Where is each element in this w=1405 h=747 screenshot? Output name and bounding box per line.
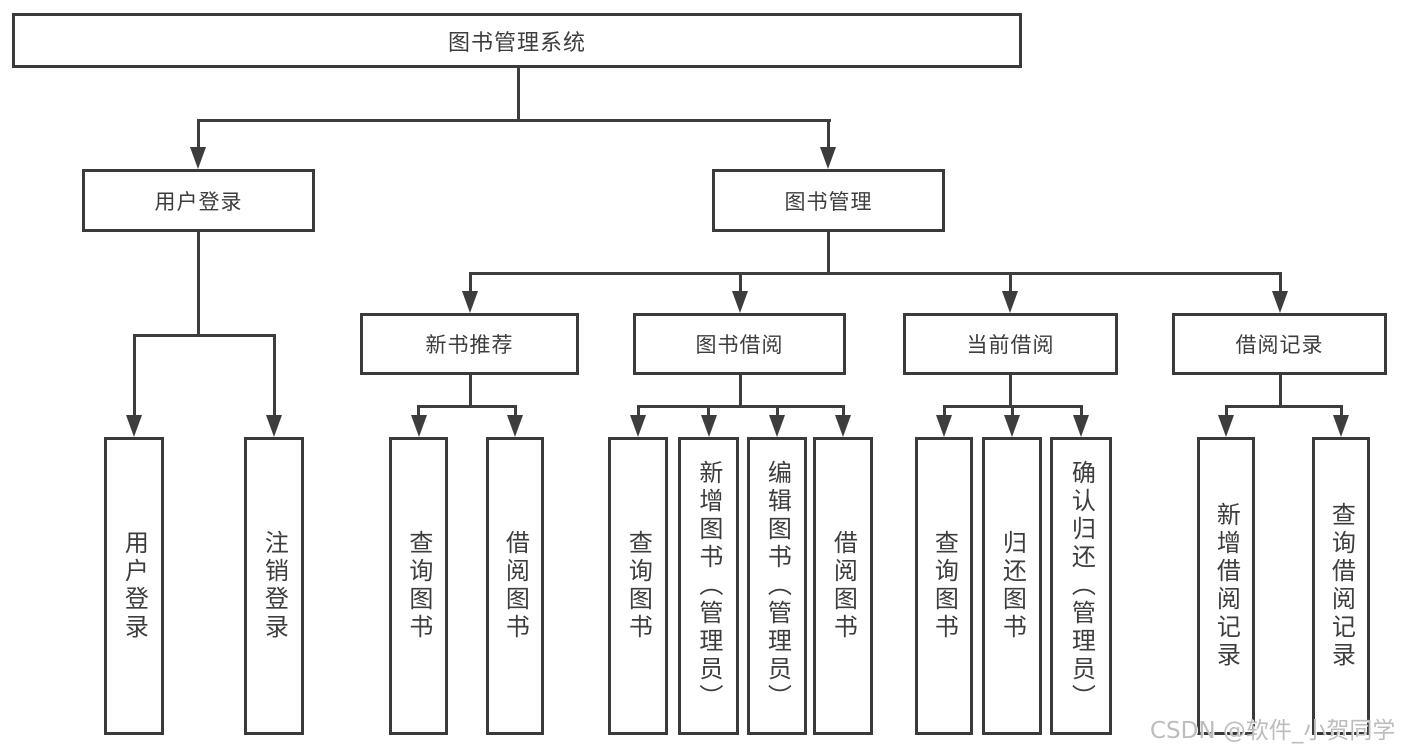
connector-stem	[738, 375, 742, 408]
connector-drop	[1008, 272, 1012, 293]
node-library-management-system: 图书管理系统	[12, 13, 1022, 68]
connector-drop	[132, 334, 136, 416]
arrowhead-down-icon	[630, 415, 646, 437]
connector-drop	[468, 272, 472, 293]
leaf-query-books-3: 查询图书	[915, 437, 973, 735]
connector-stem	[196, 232, 200, 337]
arrowhead-down-icon	[820, 147, 836, 169]
connector-drop	[1079, 405, 1083, 417]
arrowhead-down-icon	[266, 415, 282, 437]
arrowhead-down-icon	[1333, 415, 1349, 437]
connector-stem	[1278, 375, 1282, 408]
leaf-query-books-1: 查询图书	[389, 437, 448, 735]
connector-drop	[513, 405, 517, 417]
connector-stem	[826, 232, 830, 275]
leaf-add-books-admin: 新增图书（管理员）	[678, 437, 739, 735]
leaf-borrow-books-2: 借阅图书	[813, 437, 873, 735]
connector-drop	[636, 405, 640, 417]
leaf-borrow-books-1: 借阅图书	[486, 437, 544, 735]
leaf-logout-login: 注销登录	[244, 437, 304, 735]
arrowhead-down-icon	[732, 291, 748, 313]
leaf-query-borrow-record: 查询借阅记录	[1312, 437, 1370, 735]
leaf-label: 归还图书	[998, 530, 1027, 642]
leaf-label: 新增图书（管理员）	[694, 460, 723, 712]
leaf-label: 新增借阅记录	[1212, 502, 1241, 670]
leaf-add-borrow-record: 新增借阅记录	[1197, 437, 1255, 735]
arrowhead-down-icon	[1218, 415, 1234, 437]
connector-level3-branch	[468, 272, 1282, 275]
leaf-return-books: 归还图书	[982, 437, 1042, 735]
connector-branch	[636, 405, 844, 408]
connector-branch	[1224, 405, 1342, 408]
arrowhead-down-icon	[1272, 291, 1288, 313]
arrowhead-down-icon	[410, 415, 427, 437]
connector-stem	[1008, 375, 1012, 408]
arrowhead-down-icon	[700, 415, 717, 437]
connector-drop	[272, 334, 276, 416]
connector-stem	[468, 375, 472, 408]
connector-drop	[942, 405, 946, 417]
leaf-label: 编辑图书（管理员）	[763, 460, 792, 712]
connector-drop	[826, 119, 830, 149]
node-borrowing-records: 借阅记录	[1172, 313, 1387, 375]
connector-drop	[1010, 405, 1014, 417]
connector-drop	[1339, 405, 1343, 417]
leaf-label: 确认归还（管理员）	[1067, 460, 1096, 712]
connector-drop	[417, 405, 420, 417]
connector-drop	[1278, 272, 1282, 293]
connector-drop	[775, 405, 779, 417]
node-new-book-recommend: 新书推荐	[360, 313, 579, 375]
arrowhead-down-icon	[1073, 415, 1089, 437]
connector-drop	[841, 405, 845, 417]
leaf-label: 查询图书	[624, 530, 653, 642]
node-book-borrowing: 图书借阅	[633, 313, 846, 375]
connector-level2-branch	[197, 119, 831, 122]
arrowhead-down-icon	[1002, 291, 1018, 313]
connector-branch	[417, 405, 517, 408]
leaf-label: 借阅图书	[829, 530, 858, 642]
arrowhead-down-icon	[507, 415, 523, 437]
leaf-confirm-return-admin: 确认归还（管理员）	[1050, 437, 1112, 735]
leaf-edit-books-admin: 编辑图书（管理员）	[747, 437, 807, 735]
connector-drop	[707, 405, 710, 417]
arrowhead-down-icon	[126, 415, 142, 437]
node-current-borrowing: 当前借阅	[903, 313, 1118, 375]
leaf-user-login: 用户登录	[104, 437, 164, 735]
connector-drop	[196, 119, 200, 149]
arrowhead-down-icon	[462, 291, 478, 313]
leaf-label: 注销登录	[260, 530, 289, 642]
connector-drop	[738, 272, 742, 293]
arrowhead-down-icon	[190, 147, 206, 169]
node-book-management: 图书管理	[712, 169, 945, 232]
arrowhead-down-icon	[936, 415, 952, 437]
connector-drop	[1224, 405, 1228, 417]
arrowhead-down-icon	[769, 415, 785, 437]
arrowhead-down-icon	[1004, 415, 1020, 437]
leaf-label: 查询借阅记录	[1327, 502, 1356, 670]
leaf-label: 查询图书	[930, 530, 959, 642]
leaf-query-books-2: 查询图书	[608, 437, 668, 735]
leaf-label: 用户登录	[120, 530, 149, 642]
arrowhead-down-icon	[835, 415, 851, 437]
connector-branch	[132, 334, 276, 337]
connector-root-stem	[516, 68, 520, 122]
leaf-label: 查询图书	[404, 530, 433, 642]
csdn-watermark: CSDN @软件_小贺同学	[1150, 718, 1396, 744]
node-user-login: 用户登录	[82, 169, 315, 232]
leaf-label: 借阅图书	[501, 530, 530, 642]
